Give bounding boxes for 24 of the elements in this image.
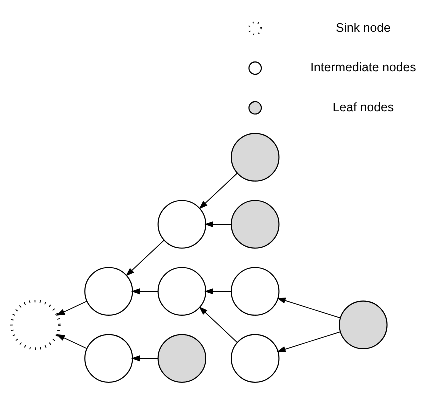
- arrow: [131, 356, 159, 362]
- arrow: [131, 288, 159, 295]
- legend-label: Leaf nodes: [332, 100, 394, 114]
- node-circle: [84, 334, 134, 383]
- legend-label: Intermediate nodes: [310, 60, 416, 75]
- node-circle: [231, 133, 280, 182]
- node-circle: [231, 267, 280, 316]
- arrow: [277, 298, 341, 319]
- legend-label: Sink node: [336, 20, 391, 35]
- arrow: [56, 301, 88, 316]
- node-circle: [158, 267, 206, 316]
- node-circle: [10, 300, 61, 350]
- arrow: [126, 240, 165, 276]
- arrow: [277, 332, 341, 352]
- arrow: [204, 288, 232, 295]
- arrow: [199, 172, 238, 210]
- arrow: [56, 334, 88, 350]
- node-circle: [231, 334, 280, 383]
- node-circle: [231, 200, 280, 249]
- node-circle: [158, 334, 206, 383]
- node-circle: [158, 200, 206, 249]
- node-circle: [339, 300, 388, 350]
- arrow: [199, 306, 238, 344]
- arrow: [204, 221, 232, 228]
